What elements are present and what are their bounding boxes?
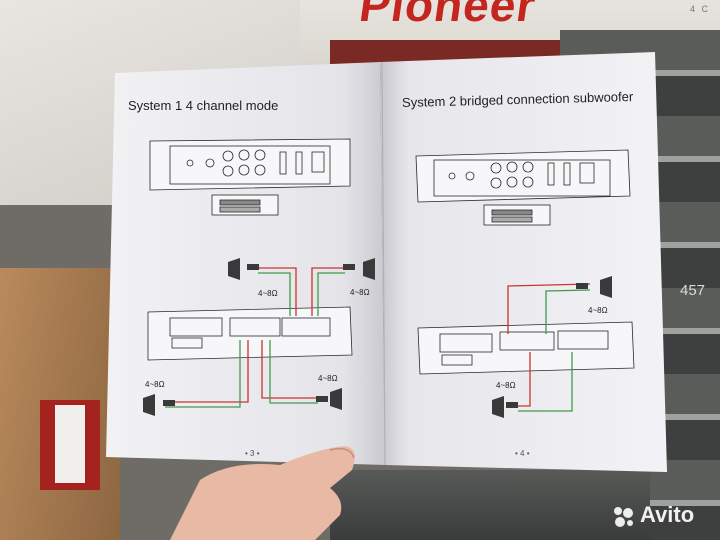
ohm-label: 4~8Ω [318, 374, 338, 383]
ohm-label: 4~8Ω [258, 289, 278, 298]
ohm-label: 4~8Ω [350, 288, 370, 297]
left-page-number: • 3 • [245, 449, 260, 458]
ohm-label: 4~8Ω [588, 306, 608, 315]
right-page-number: • 4 • [515, 449, 530, 458]
box-sub-label: 4 C [690, 4, 711, 14]
avito-watermark: Avito [640, 502, 695, 527]
left-page-title: System 1 4 channel mode [128, 98, 279, 113]
amplifier-model-label: 457 [680, 282, 706, 299]
avito-logo-icon [614, 507, 633, 527]
ohm-label: 4~8Ω [145, 380, 165, 389]
amplifier-bottom [330, 470, 650, 540]
ohm-label: 4~8Ω [496, 381, 516, 390]
white-box-panel [55, 405, 85, 483]
